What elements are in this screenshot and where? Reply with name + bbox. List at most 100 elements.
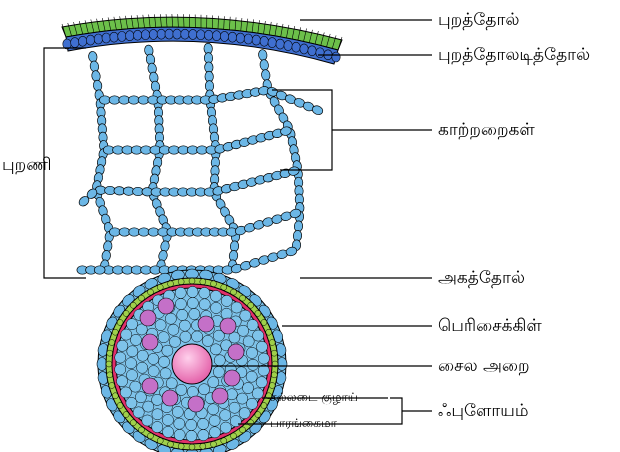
- stele-cell: [237, 393, 248, 404]
- stele-cell: [187, 297, 198, 308]
- phloem-cell: [140, 310, 156, 326]
- stele-cell: [213, 366, 224, 377]
- stele-cell: [180, 331, 191, 342]
- stele-cell: [256, 341, 267, 352]
- hypodermis-cell: [86, 35, 94, 45]
- hypodermis-cell: [212, 31, 220, 41]
- stele-cell: [239, 408, 250, 419]
- hypodermis-cell: [165, 29, 173, 39]
- pericycle-cell: [200, 443, 206, 449]
- stele-cell: [221, 295, 232, 306]
- stele-cell: [137, 362, 148, 373]
- stele-cell: [243, 336, 254, 347]
- label-parenchyma: பாரங்கைமா: [270, 417, 337, 429]
- cortex-cell: [261, 69, 271, 81]
- cortex-cell: [109, 228, 120, 236]
- hypodermis-cell: [78, 36, 86, 46]
- stele-cell: [165, 313, 176, 324]
- stele-cell: [240, 310, 251, 321]
- label-air-chambers: காற்றறைகள்: [438, 122, 535, 139]
- stele-cell: [168, 324, 179, 335]
- stele-cell: [198, 430, 209, 441]
- stele-cell: [208, 404, 219, 415]
- stele-cell: [214, 355, 225, 366]
- stele-cell: [231, 302, 242, 313]
- stele-cell: [210, 302, 221, 313]
- pericycle-cell: [189, 444, 195, 450]
- cortex-cell: [258, 49, 268, 61]
- stele-cell: [210, 344, 221, 355]
- pericycle-cell: [106, 361, 112, 367]
- phloem-cell: [228, 344, 244, 360]
- cortex-cell: [138, 228, 149, 236]
- stele-cell: [148, 366, 159, 377]
- stele-cell: [177, 309, 188, 320]
- hypodermis-cell: [228, 32, 236, 42]
- stele-cell: [158, 356, 169, 367]
- stele-cell: [253, 330, 264, 341]
- pericycle-cell: [178, 443, 184, 449]
- hypodermis-cell: [308, 46, 316, 56]
- hypodermis-cell: [244, 34, 252, 44]
- stele-cell: [179, 320, 190, 331]
- hypodermis-cell: [181, 29, 189, 39]
- stele-cell: [220, 410, 231, 421]
- stele-cell: [221, 308, 232, 319]
- hypodermis-cell: [157, 29, 165, 39]
- cortex-cell: [94, 266, 105, 274]
- cortex-cell: [259, 59, 269, 71]
- cortex-cell: [109, 96, 120, 104]
- stele-cell: [220, 422, 231, 433]
- stele-cell: [133, 407, 144, 418]
- stele-cell: [242, 382, 253, 393]
- phloem-cell: [142, 378, 158, 394]
- stele-cell: [162, 345, 173, 356]
- hypodermis-cell: [292, 42, 300, 52]
- label-sieve-tube: சல்லடை குழாய்: [270, 391, 358, 403]
- hypodermis-cell: [252, 35, 260, 45]
- stele-cell: [229, 402, 240, 413]
- stele-cell: [246, 398, 257, 409]
- pericycle-cell: [200, 279, 206, 285]
- hypodermis-cell: [173, 29, 181, 39]
- phloem-cell: [224, 370, 240, 386]
- phloem-cell: [162, 390, 178, 406]
- stele-cell: [246, 371, 257, 382]
- hypodermis-cell: [260, 36, 268, 46]
- stele-cell: [175, 298, 186, 309]
- stele-cell: [130, 334, 141, 345]
- hypodermis-cell: [71, 38, 79, 48]
- pericycle-cell: [189, 278, 195, 284]
- stele-cell: [169, 336, 180, 347]
- cortex-cell: [99, 96, 110, 104]
- cortex-cell: [129, 228, 140, 236]
- hypodermis-cell: [276, 39, 284, 49]
- phloem-cell: [158, 298, 174, 314]
- stele-cell: [209, 415, 220, 426]
- stele-cell: [230, 416, 241, 427]
- hypodermis-cell: [149, 29, 157, 39]
- phloem-cell: [142, 334, 158, 350]
- cortex-cell: [138, 96, 149, 104]
- hypodermis-cell: [141, 30, 149, 40]
- stele-cell: [187, 286, 198, 297]
- stele-cell: [246, 347, 257, 358]
- stele-cell: [162, 414, 173, 425]
- stele-cell: [198, 418, 209, 429]
- label-endodermis: அகத்தோல்: [438, 270, 525, 287]
- hypodermis-cell: [110, 32, 118, 42]
- stele-cell: [115, 352, 126, 363]
- stele-cell: [258, 353, 269, 364]
- label-phloem: ஃபுளோயம்: [438, 403, 529, 420]
- stele-cell: [115, 364, 126, 375]
- stele-cell: [186, 419, 197, 430]
- pericycle-cell: [271, 350, 277, 356]
- stele-cell: [247, 319, 258, 330]
- label-epidermis: புறத்தோல்: [438, 12, 519, 29]
- hypodermis-cell: [332, 52, 340, 62]
- label-hypodermis: புறத்தோலடித்தோல்: [438, 47, 590, 64]
- hypodermis-cell: [316, 48, 324, 58]
- stele-cell: [143, 401, 154, 412]
